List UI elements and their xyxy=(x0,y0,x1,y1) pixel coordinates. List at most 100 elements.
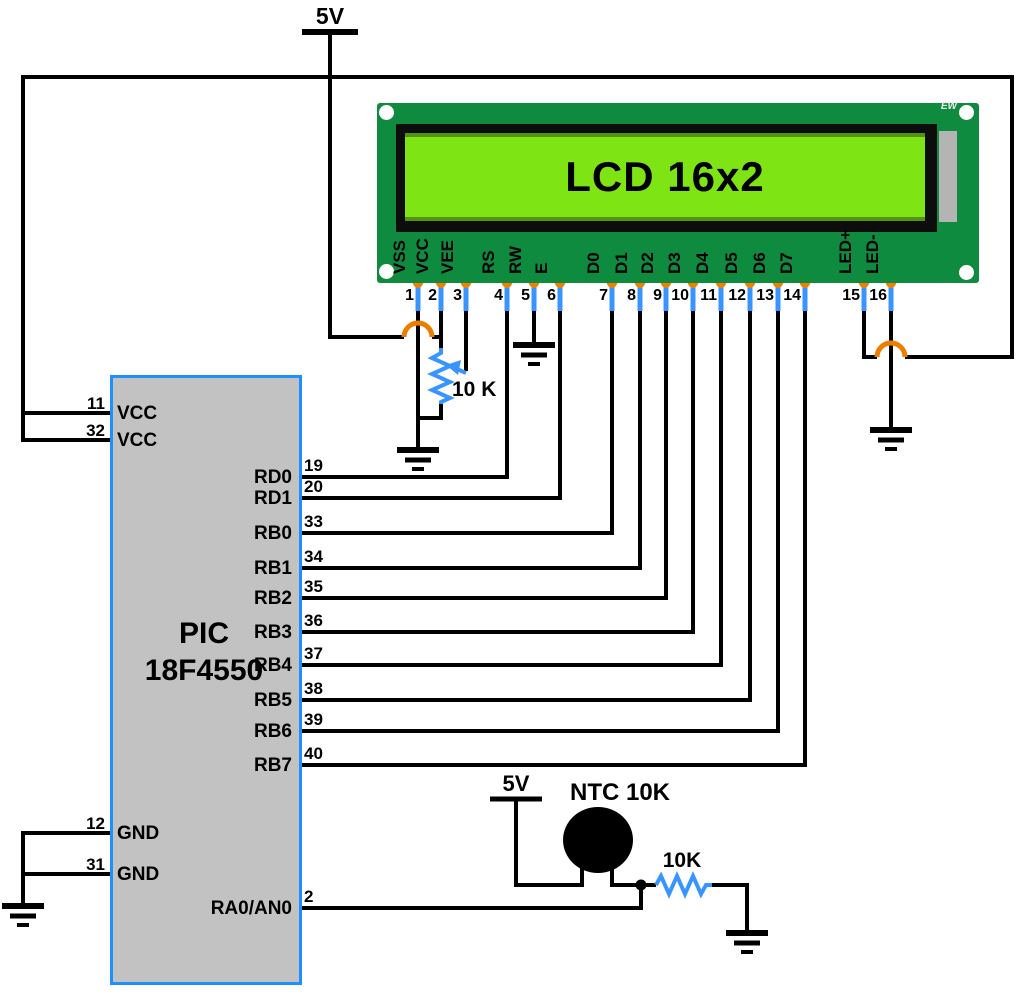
mcu-pin-num: 37 xyxy=(304,644,323,663)
wire-d7-rb7 xyxy=(299,311,807,767)
mounting-hole xyxy=(959,105,974,120)
mounting-hole xyxy=(379,264,394,279)
mcu-pin-num: 35 xyxy=(304,577,323,596)
lcd-pin-label-ledminus: LED- xyxy=(863,234,882,274)
lcd-title: LCD 16x2 xyxy=(565,153,765,200)
mcu-pin-num: 31 xyxy=(86,855,105,874)
thermistor-legs xyxy=(580,860,614,885)
mcu-pin-label-rb7: RB7 xyxy=(253,755,292,776)
mcu-pin-label-rd1: RD1 xyxy=(253,488,292,509)
mcu-pin-label-rb4: RB4 xyxy=(253,655,292,676)
lcd-pin-label-rs: RS xyxy=(479,250,498,274)
mcu-pin-label-rd0: RD0 xyxy=(253,467,292,488)
lcd-pin-label-vee: VEE xyxy=(438,239,457,274)
mcu-pin-num: 33 xyxy=(304,512,323,531)
mcu-pin-num: 39 xyxy=(304,710,323,729)
wire-hop-arc-vss xyxy=(401,320,435,338)
wire-d1-rb1 xyxy=(299,311,642,570)
lcd-pin-label-d1: D1 xyxy=(612,252,631,274)
potentiometer-symbol xyxy=(427,348,455,404)
lcd-pin-label-d4: D4 xyxy=(693,252,712,274)
wire-led-plus-left xyxy=(862,311,877,359)
wire-d2-rb2 xyxy=(299,311,668,600)
mcu-pin-label-gnd31: GND xyxy=(117,864,160,885)
lcd-pin-num: 7 xyxy=(599,287,608,304)
lcd-pin-label-d0: D0 xyxy=(584,252,603,274)
wire-ra0-an0 xyxy=(299,883,643,910)
potentiometer-label: 10 K xyxy=(452,378,497,401)
mcu-pin-num: 11 xyxy=(87,394,105,413)
lcd-pin-num: 12 xyxy=(728,287,746,304)
lcd-pin-label-d5: D5 xyxy=(722,252,741,274)
wire-pot-bottom xyxy=(418,404,443,420)
mcu-pin-label-ra0: RA0/AN0 xyxy=(210,898,292,919)
mcu-pin-label-rb6: RB6 xyxy=(253,721,292,742)
lcd-pin-num: 2 xyxy=(428,287,437,304)
lcd-pin-label-d6: D6 xyxy=(750,252,769,274)
wire-d5-rb5 xyxy=(299,311,752,702)
wire-led-plus-right xyxy=(905,75,1014,359)
lcd-pin-num: 5 xyxy=(521,287,530,304)
resistor-symbol xyxy=(654,871,712,899)
lcd-pin-num: 14 xyxy=(783,287,801,304)
wire-gnd-pin12 xyxy=(21,831,110,906)
ground-symbol-vss xyxy=(397,450,439,469)
mcu-pin-label-rb1: RB1 xyxy=(253,558,292,579)
mcu-pin-num: 2 xyxy=(304,887,314,906)
lcd-pin-num: 3 xyxy=(453,287,462,304)
lcd-pin-num: 13 xyxy=(756,287,774,304)
mcu-chip-body xyxy=(110,375,302,985)
lcd-pin-num: 10 xyxy=(671,287,689,304)
thermistor-label: NTC 10K xyxy=(569,779,671,806)
ground-symbol-mcu xyxy=(2,906,44,925)
lcd-pin-label-ledplus: LED+ xyxy=(836,230,855,274)
resistor-label: 10K xyxy=(662,849,702,872)
wire-rs-rd0 xyxy=(299,311,509,479)
mcu-pin-num: 12 xyxy=(86,814,105,833)
lcd-pin-label-rw: RW xyxy=(506,245,525,274)
wire-d0-rb0 xyxy=(299,311,614,535)
power-5v-label-main: 5V xyxy=(315,3,345,29)
ground-symbol-rw xyxy=(513,345,555,364)
ground-symbol-ledminus xyxy=(870,430,912,449)
mcu-name-line1: PIC xyxy=(178,617,229,650)
wire-res-to-gnd xyxy=(710,883,749,933)
mounting-hole xyxy=(959,265,974,280)
wire-d6-rb6 xyxy=(299,311,780,733)
lcd-pin-label-e: E xyxy=(532,262,551,274)
lcd-screen: LCD 16x2 xyxy=(405,133,925,221)
mcu-pin-num: 38 xyxy=(304,679,323,698)
lcd-pin-label-d2: D2 xyxy=(638,252,657,274)
mcu-pin-num: 19 xyxy=(304,456,323,475)
mcu-pin-num: 20 xyxy=(304,477,323,496)
junction-dot xyxy=(635,879,647,891)
wire-5v-stem xyxy=(328,30,404,339)
lcd-pin-label-vss: VSS xyxy=(390,239,409,274)
lcd-pin-label-d7: D7 xyxy=(777,252,796,274)
lcd-pin-label-d3: D3 xyxy=(665,252,684,274)
lcd-pin-num: 9 xyxy=(653,287,662,304)
mounting-hole xyxy=(379,105,394,120)
mcu-pin-num: 36 xyxy=(304,611,323,630)
lcd-pin-num: 11 xyxy=(700,287,717,304)
mcu-pin-label-rb0: RB0 xyxy=(253,523,292,544)
mcu-name: PIC 18F4550 xyxy=(128,615,280,689)
mcu-name-line2: 18F4550 xyxy=(144,654,264,687)
power-5v-label-sensor: 5V xyxy=(502,771,530,796)
wire-e-rd1 xyxy=(299,311,562,500)
wire-hop-arc-ledplus xyxy=(874,340,908,358)
lcd-pin-num: 4 xyxy=(494,287,503,304)
wires-black xyxy=(21,30,1014,933)
ground-symbol-divider xyxy=(726,933,768,952)
lcd-pin-num: 8 xyxy=(627,287,636,304)
potentiometer-wiper-arrowhead xyxy=(446,360,461,375)
lcd-pin-num: 15 xyxy=(842,287,860,304)
mcu-pin-num: 40 xyxy=(304,744,323,763)
mcu-pin-label-vcc11: VCC xyxy=(117,403,158,424)
lcd-pin-label-vcc: VCC xyxy=(413,238,432,274)
wire-vcc-rail xyxy=(21,75,1012,442)
mcu-pin-label-rb5: RB5 xyxy=(253,690,292,711)
lcd-pin-num: 16 xyxy=(869,287,887,304)
